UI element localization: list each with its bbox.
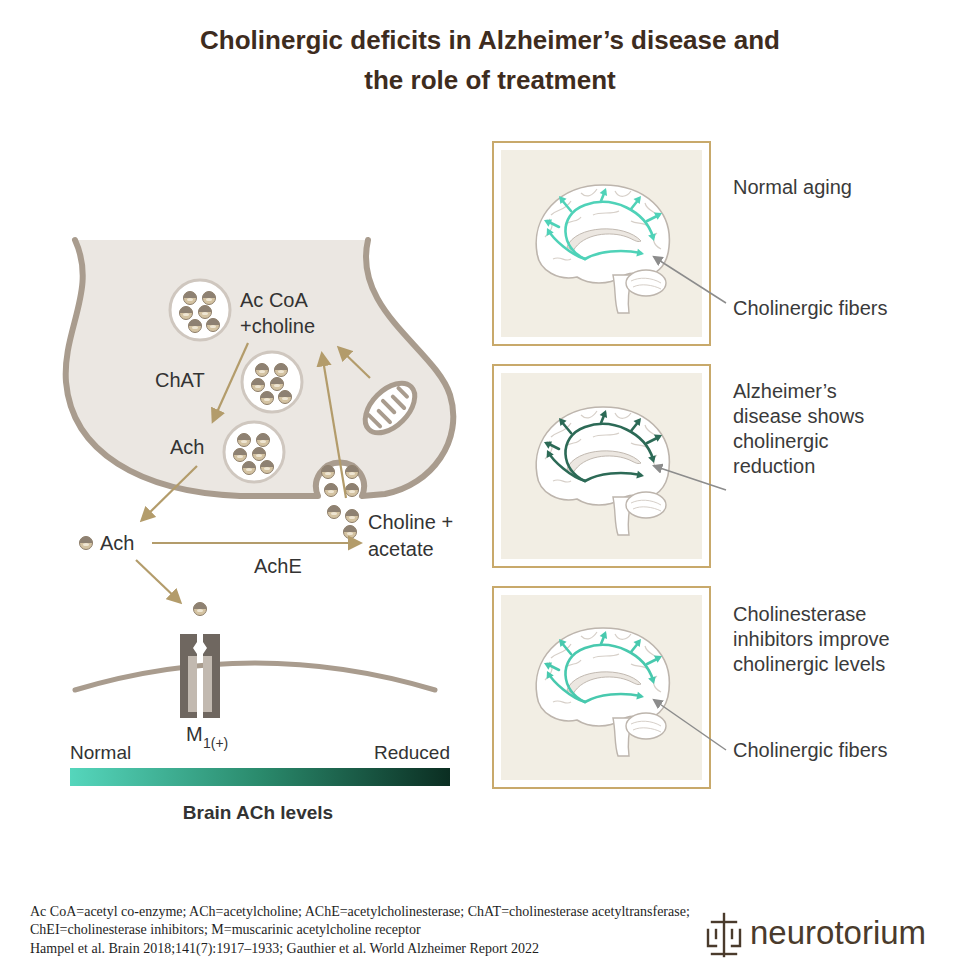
- mitochondrion: [356, 374, 424, 442]
- synapse-label: Ach: [170, 435, 204, 460]
- logo-icon: [708, 914, 740, 956]
- title: Cholinergic deficits in Alzheimer’s dise…: [180, 20, 800, 100]
- acetylcholine-molecule: [80, 466, 359, 616]
- brain-panel: [493, 587, 710, 788]
- scale-title: Brain ACh levels: [148, 801, 368, 825]
- enzyme-label: AchE: [254, 554, 302, 579]
- panel-label: Cholinesterase inhibitors improve cholin…: [733, 602, 898, 677]
- leader-line: [654, 257, 726, 750]
- reference: Hampel et al. Brain 2018;141(7):1917–193…: [30, 940, 539, 958]
- vesicle: [224, 422, 284, 482]
- panel-label: Cholinergic fibers: [733, 296, 888, 321]
- synapse-label: Ach: [100, 531, 134, 556]
- panel-label: Normal aging: [733, 175, 852, 200]
- receptor-subscript: 1(+): [203, 734, 228, 752]
- enzyme-label: ChAT: [155, 368, 205, 393]
- synapse-label: Choline + acetate: [368, 509, 472, 563]
- scale-label: Normal: [70, 741, 131, 765]
- postsynaptic-membrane: [75, 663, 435, 690]
- scale-label: Reduced: [330, 741, 450, 765]
- pathway-arrow: [136, 343, 370, 602]
- vesicle: [170, 280, 230, 340]
- brain-panel: [493, 365, 710, 567]
- logo-text: neurotorium: [750, 913, 926, 953]
- presynaptic-terminal: [66, 240, 454, 496]
- muscarinic-receptor: [180, 634, 220, 718]
- synapse-label: Ac CoA +choline: [240, 287, 350, 339]
- vesicle: [242, 352, 302, 412]
- panel-label: Alzheimer’s disease shows cholinergic re…: [733, 379, 885, 479]
- panel-label: Cholinergic fibers: [733, 738, 888, 763]
- receptor-label: M: [186, 722, 203, 747]
- gradient-bar: [70, 768, 450, 786]
- caption: Ac CoA=acetyl co-enzyme; ACh=acetylcholi…: [30, 903, 700, 939]
- brain-panel: [493, 142, 710, 345]
